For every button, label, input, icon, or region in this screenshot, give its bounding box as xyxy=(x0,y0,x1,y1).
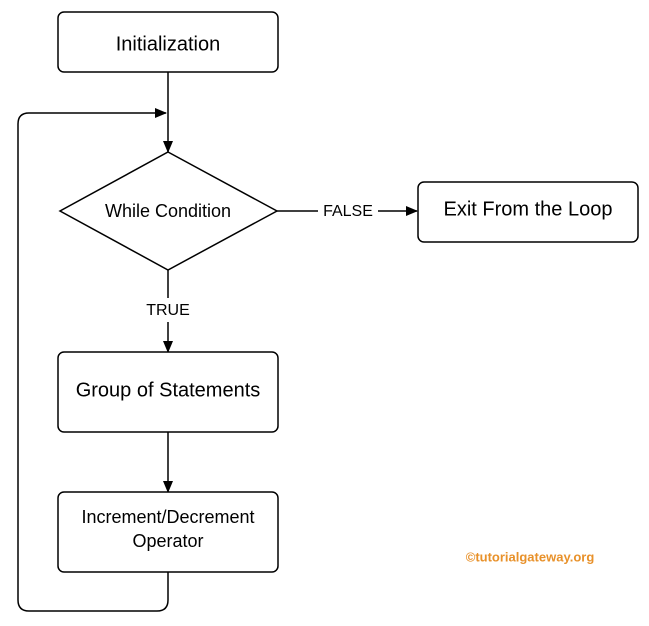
false-label: FALSE xyxy=(323,203,373,220)
loop-back-arrow xyxy=(17,108,169,612)
watermark-text: ©tutorialgateway.org xyxy=(466,549,595,564)
true-label: TRUE xyxy=(146,302,190,319)
group-statements-node: Group of Statements xyxy=(57,351,279,433)
initialization-label: Initialization xyxy=(116,33,221,55)
increment-decrement-label-line2: Operator xyxy=(132,531,203,551)
while-condition-node: While Condition xyxy=(58,151,279,271)
increment-decrement-label-line1: Increment/Decrement xyxy=(81,507,254,527)
increment-decrement-node: Increment/Decrement Operator xyxy=(57,491,279,573)
group-statements-label: Group of Statements xyxy=(76,379,261,401)
exit-loop-label: Exit From the Loop xyxy=(444,198,613,220)
exit-loop-node: Exit From the Loop xyxy=(417,181,639,243)
while-condition-label: While Condition xyxy=(105,201,231,221)
initialization-node: Initialization xyxy=(57,11,279,73)
